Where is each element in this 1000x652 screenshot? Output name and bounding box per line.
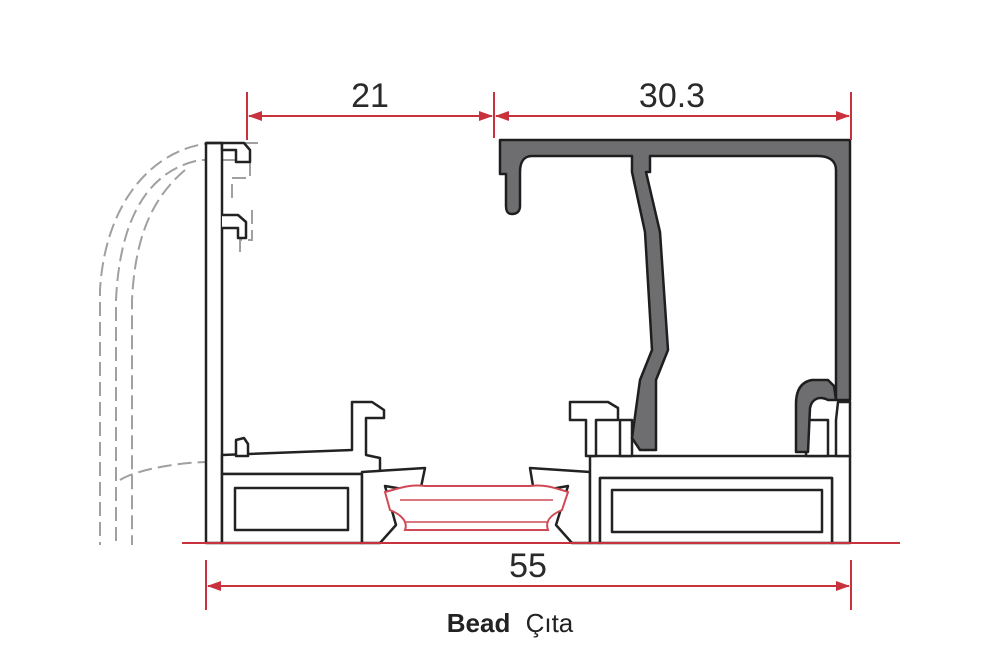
ghost-sash-profile	[99, 142, 258, 545]
inner-frame-profile	[568, 400, 852, 545]
dimension-top	[246, 92, 852, 140]
thermal-break	[360, 466, 592, 545]
glazing-bead-profile	[498, 138, 852, 454]
dim-label-total: 55	[509, 547, 547, 585]
caption-bold: Bead	[447, 608, 511, 638]
caption-normal: Çıta	[526, 608, 574, 638]
caption: Bead Çıta	[447, 608, 574, 638]
dimension-bottom	[205, 560, 852, 610]
dim-label-right: 30.3	[639, 77, 705, 115]
outer-frame-profile	[204, 141, 386, 545]
dim-label-left: 21	[351, 77, 389, 115]
